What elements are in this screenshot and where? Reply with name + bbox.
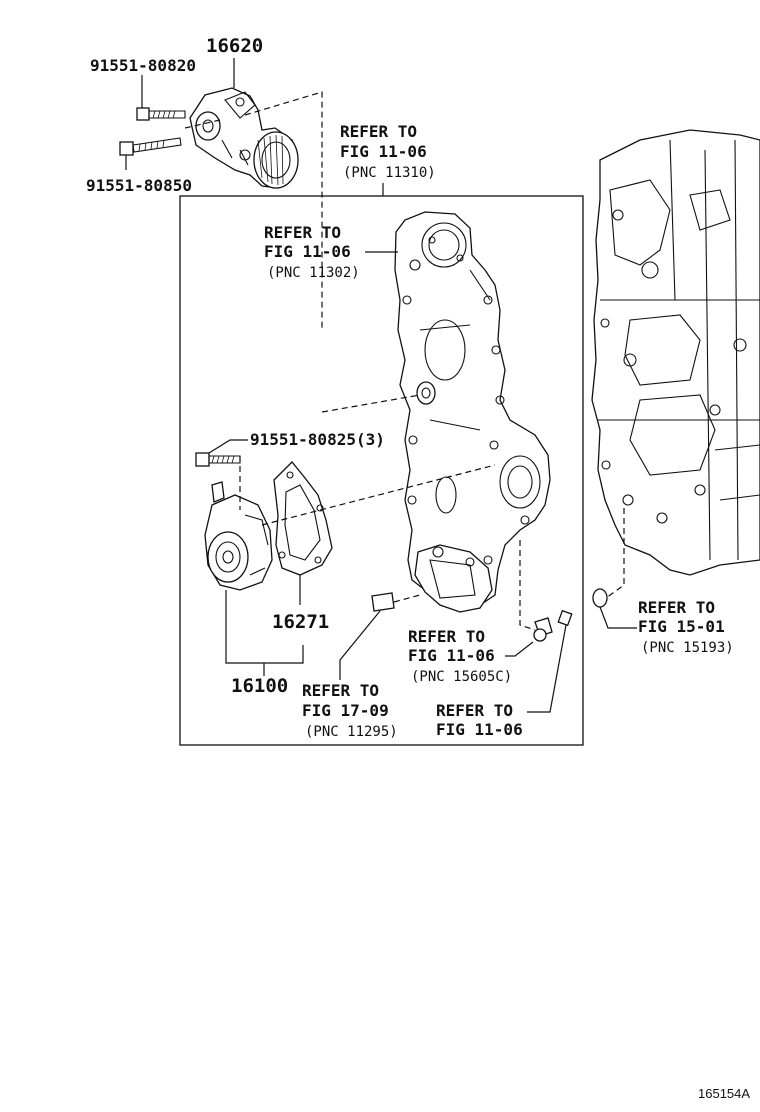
svg-text:FIG 17-09: FIG 17-09 xyxy=(302,701,389,720)
svg-text:REFER TO: REFER TO xyxy=(302,681,379,700)
svg-text:(PNC 11295): (PNC 11295) xyxy=(305,724,398,740)
plug-fig1106-drawing xyxy=(557,609,573,627)
part-number-16620: 16620 xyxy=(206,35,263,57)
svg-text:(PNC 15605C): (PNC 15605C) xyxy=(411,669,512,685)
part-number-16271: 16271 xyxy=(272,611,329,633)
bolt-91551-80820-drawing xyxy=(136,107,186,121)
reference-11302: REFER TO FIG 11-06 (PNC 11302) xyxy=(264,223,360,281)
cover-plate-drawing xyxy=(371,592,395,612)
svg-text:(PNC 11310): (PNC 11310) xyxy=(343,165,436,181)
reference-15193: REFER TO FIG 15-01 (PNC 15193) xyxy=(638,598,734,656)
reference-fig1106: REFER TO FIG 11-06 xyxy=(436,701,523,739)
part-number-91551-80850: 91551-80850 xyxy=(86,176,192,195)
bolt-91551-80825-drawing xyxy=(195,452,241,467)
svg-text:FIG 15-01: FIG 15-01 xyxy=(638,617,725,636)
reference-11295: REFER TO FIG 17-09 (PNC 11295) xyxy=(302,681,398,740)
figure-id: 165154A xyxy=(698,1086,750,1101)
plug-15605c-drawing xyxy=(533,617,553,642)
reference-11310: REFER TO FIG 11-06 (PNC 11310) xyxy=(340,122,436,181)
o-ring-drawing xyxy=(592,588,608,608)
part-number-91551-80825: 91551-80825(3) xyxy=(250,430,385,449)
reference-15605c: REFER TO FIG 11-06 (PNC 15605C) xyxy=(408,627,512,685)
svg-text:REFER TO: REFER TO xyxy=(408,627,485,646)
belt-tensioner-drawing xyxy=(189,87,299,189)
timing-chain-cover-drawing xyxy=(394,211,551,613)
svg-text:(PNC 11302): (PNC 11302) xyxy=(267,265,360,281)
engine-block-drawing xyxy=(591,129,760,576)
svg-text:(PNC 15193): (PNC 15193) xyxy=(641,640,734,656)
gasket-drawing xyxy=(273,461,333,576)
svg-text:REFER TO: REFER TO xyxy=(436,701,513,720)
svg-text:REFER TO: REFER TO xyxy=(638,598,715,617)
svg-text:FIG 11-06: FIG 11-06 xyxy=(408,646,495,665)
part-number-91551-80820: 91551-80820 xyxy=(90,56,196,75)
water-pump-drawing xyxy=(204,481,273,591)
svg-text:FIG 11-06: FIG 11-06 xyxy=(340,142,427,161)
svg-text:REFER TO: REFER TO xyxy=(340,122,417,141)
svg-text:FIG 11-06: FIG 11-06 xyxy=(436,720,523,739)
bolt-91551-80850-drawing xyxy=(119,137,182,156)
svg-text:FIG 11-06: FIG 11-06 xyxy=(264,242,351,261)
part-number-16100: 16100 xyxy=(231,675,288,697)
assembly-frame xyxy=(179,195,584,746)
svg-text:REFER TO: REFER TO xyxy=(264,223,341,242)
